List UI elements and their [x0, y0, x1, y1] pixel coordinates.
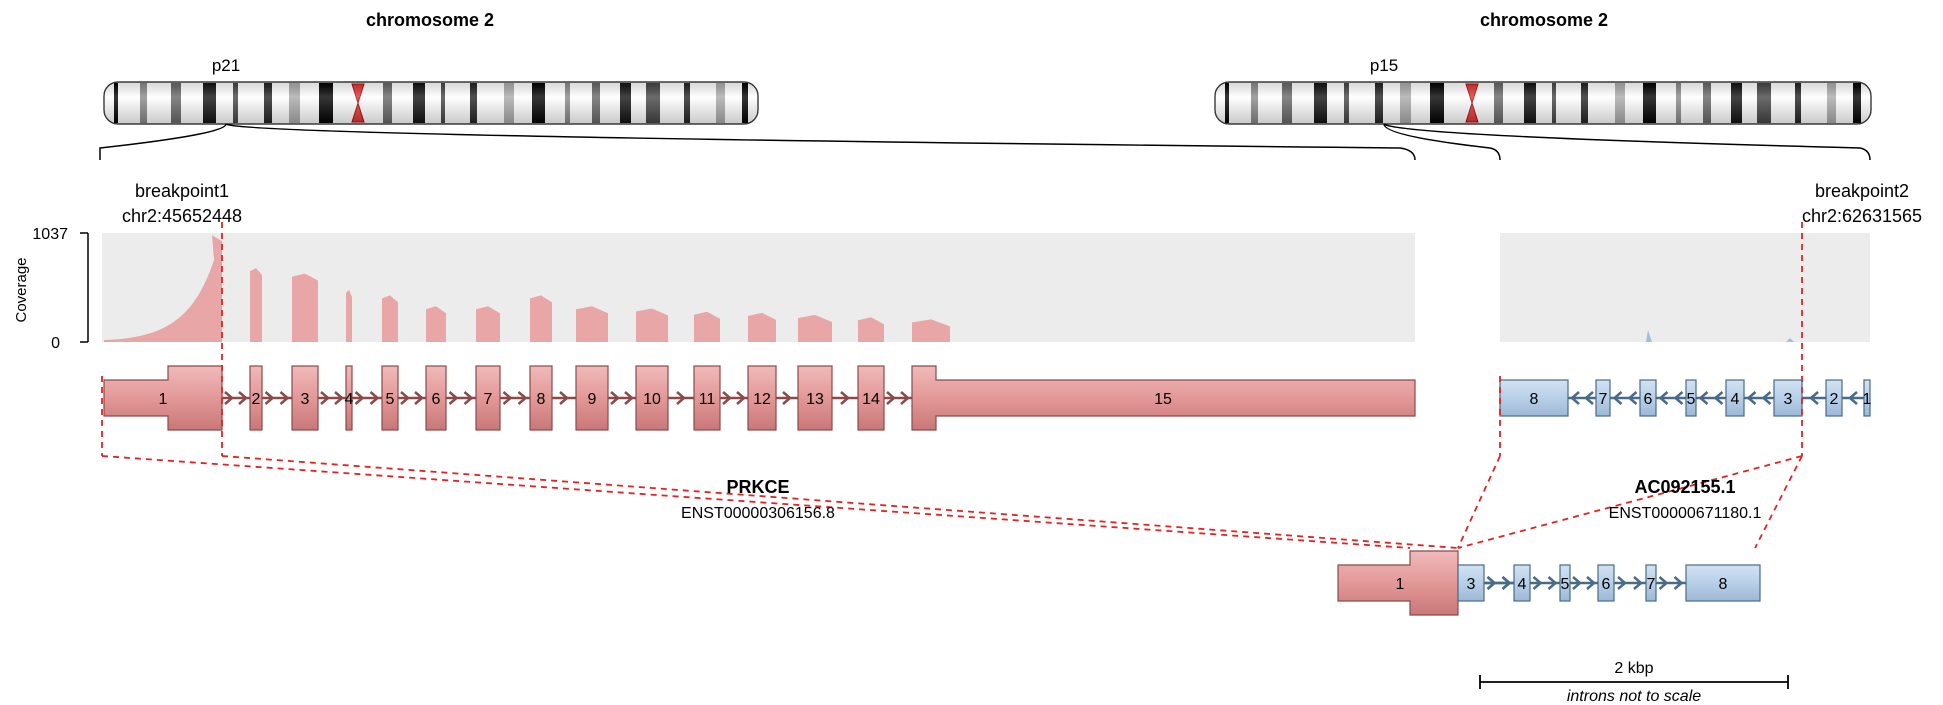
- gene2-coverage-track: [1646, 330, 1794, 342]
- gene2-coverage-area: [1500, 233, 1870, 342]
- scale-bar: 2 kbp introns not to scale: [1479, 660, 1789, 705]
- gene1-exon-9: 9: [575, 365, 609, 431]
- breakpoint2-position: chr2:62631565: [1802, 206, 1922, 226]
- gene1-exon-1: 1: [103, 365, 223, 431]
- fusion-exon-7-number: 7: [1647, 576, 1656, 593]
- gene1-exon-1-number: 1: [159, 391, 168, 408]
- fusion-exon-5-number: 5: [1561, 576, 1570, 593]
- gene2-exon-3-number: 3: [1784, 391, 1793, 408]
- gene1-exon-10-number: 10: [643, 391, 661, 408]
- gene1-exon-6-number: 6: [432, 391, 441, 408]
- gene2-exon-1-number: 1: [1863, 391, 1872, 408]
- fusion-exon-6: 6: [1597, 564, 1615, 602]
- breakpoint1-position: chr2:45652448: [122, 206, 242, 226]
- gene1-exon-15-number: 15: [1154, 391, 1172, 408]
- gene2-exon-4-number: 4: [1731, 391, 1740, 408]
- right-band-label: p15: [1370, 56, 1398, 75]
- gene1-name: PRKCE: [726, 477, 789, 497]
- gene1-exon-4: 4: [345, 365, 354, 431]
- gene1-exon-5: 5: [381, 365, 399, 431]
- gene2-exon-8: 8: [1499, 379, 1569, 417]
- gene1-transcript: ENST00000306156.8: [681, 505, 835, 522]
- coverage-axis: 1037 0 Coverage: [13, 226, 89, 352]
- gene1-exon-6: 6: [425, 365, 447, 431]
- gene1-exon-7-number: 7: [484, 391, 493, 408]
- fusion-exon-3: 3: [1457, 564, 1485, 602]
- gene2-exon-7: 7: [1595, 379, 1611, 417]
- gene1-exon-13: 13: [797, 365, 833, 431]
- gene1-exon-11: 11: [693, 365, 721, 431]
- gene1-exon-9-number: 9: [588, 391, 597, 408]
- coverage-max-label: 1037: [32, 226, 68, 243]
- fusion-transcript: 1 3 4 5 6 7 8: [1337, 550, 1761, 616]
- coverage-axis-label: Coverage: [13, 257, 30, 322]
- gene2-exon-6-number: 6: [1644, 391, 1653, 408]
- gene1-exon-5-number: 5: [386, 391, 395, 408]
- left-band-label: p21: [212, 56, 240, 75]
- gene1-exon-4-number: 4: [345, 391, 354, 408]
- gene2-exon-3: 3: [1773, 379, 1803, 417]
- fusion-exon-4-number: 4: [1518, 576, 1527, 593]
- gene1-exon-15: 15: [911, 365, 1416, 431]
- fusion-exon-7: 7: [1645, 564, 1657, 602]
- gene2-exon-1: 1: [1863, 379, 1872, 417]
- breakpoint-lines: [101, 222, 1803, 549]
- right-chromosome-ideogram: [1214, 81, 1872, 125]
- gene1-exon-2: 2: [249, 365, 263, 431]
- scale-bar-note: introns not to scale: [1567, 688, 1701, 705]
- gene2-exon-2: 2: [1825, 379, 1843, 417]
- gene1-exon-3-number: 3: [301, 391, 310, 408]
- breakpoint1-label: breakpoint1: [135, 181, 229, 201]
- gene1-exon-8-number: 8: [537, 391, 546, 408]
- gene2-model: 8 7 6 5 4 3 2 1: [1499, 379, 1872, 417]
- coverage-min-label: 0: [51, 335, 60, 352]
- fusion-exon-4: 4: [1513, 564, 1531, 602]
- gene1-exon-7: 7: [475, 365, 501, 431]
- gene1-exon-2-number: 2: [252, 391, 261, 408]
- left-zoom-curve-right: [225, 123, 1416, 161]
- gene1-exon-12-number: 12: [753, 391, 771, 408]
- gene2-exon-2-number: 2: [1830, 391, 1839, 408]
- fusion-exon-6-number: 6: [1602, 576, 1611, 593]
- gene2-exon-5-number: 5: [1687, 391, 1696, 408]
- gene2-exon-6: 6: [1639, 379, 1657, 417]
- gene2-exon-7-number: 7: [1599, 391, 1608, 408]
- fusion-exon-1: 1: [1337, 550, 1459, 616]
- gene2-transcript: ENST00000671180.1: [1609, 505, 1762, 522]
- gene2-exon-8-number: 8: [1530, 391, 1539, 408]
- breakpoint2-label: breakpoint2: [1815, 181, 1909, 201]
- gene1-coverage-track: [104, 235, 950, 342]
- left-zoom-curve: [99, 123, 227, 160]
- fusion-exon-1-number: 1: [1396, 576, 1405, 593]
- gene2-exon-4: 4: [1725, 379, 1745, 417]
- left-chromosome-title: chromosome 2: [366, 10, 494, 30]
- right-zoom-curve: [1383, 123, 1501, 161]
- gene1-exon-14-number: 14: [862, 391, 880, 408]
- gene1-exon-14: 14: [857, 365, 885, 431]
- gene2-name: AC092155.1: [1634, 477, 1735, 497]
- left-chromosome-ideogram: [103, 81, 759, 125]
- right-chromosome-title: chromosome 2: [1480, 10, 1608, 30]
- gene1-exon-10: 10: [635, 365, 669, 431]
- fusion-exon-3-number: 3: [1467, 576, 1476, 593]
- gene2-exon-5: 5: [1685, 379, 1697, 417]
- gene1-exon-8: 8: [529, 365, 553, 431]
- right-zoom-curve-right: [1383, 123, 1871, 161]
- gene1-exon-13-number: 13: [806, 391, 824, 408]
- gene1-exon-12: 12: [747, 365, 777, 431]
- fusion-exon-5: 5: [1559, 564, 1571, 602]
- fusion-exon-8: 8: [1685, 564, 1761, 602]
- gene1-exon-11-number: 11: [699, 391, 716, 408]
- fusion-exon-8-number: 8: [1719, 576, 1728, 593]
- gene1-exon-3: 3: [291, 365, 319, 431]
- scale-bar-label: 2 kbp: [1614, 660, 1653, 677]
